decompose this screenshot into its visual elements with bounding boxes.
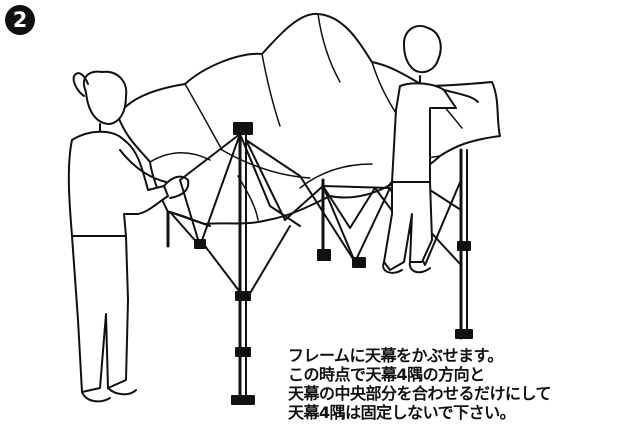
step-number-badge: 2 (5, 5, 35, 35)
caption-line-4: 天幕4隅は固定しないで下さい。 (288, 403, 516, 422)
caption-line-2: この時点で天幕4隅の方向と (288, 365, 485, 384)
caption-line-1: フレームに天幕をかぶせます。 (288, 346, 503, 365)
caption-line-3: 天幕の中央部分を合わせるだけにして (288, 384, 552, 403)
tent-frame (168, 123, 472, 404)
canopy-sheet (118, 14, 500, 224)
right-person (383, 26, 478, 273)
left-person (69, 72, 188, 402)
instruction-caption: フレームに天幕をかぶせます。 この時点で天幕4隅の方向と 天幕の中央部分を合わせ… (288, 346, 634, 422)
